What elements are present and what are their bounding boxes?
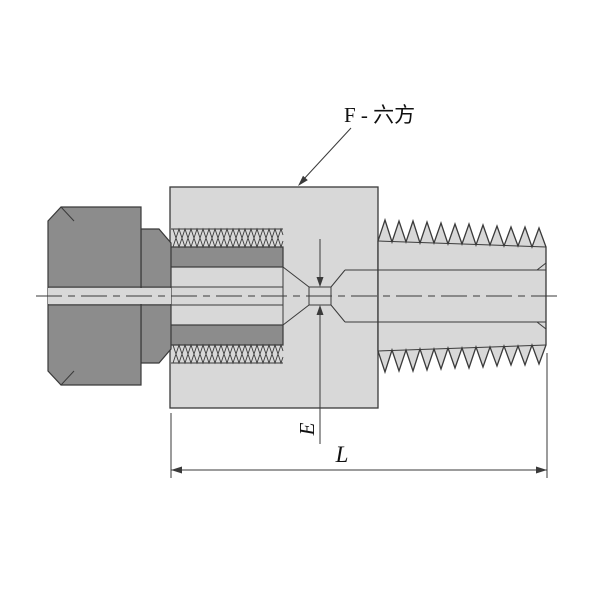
leader-line xyxy=(302,127,352,181)
seat-cone-line-bottom xyxy=(282,304,310,326)
dim-l-label: L xyxy=(335,442,349,467)
end-chamfer-bottom xyxy=(536,321,547,330)
dim-l-arrow-left xyxy=(171,466,182,474)
dim-e-arrow-upper xyxy=(316,277,324,287)
thread-lattice-top xyxy=(172,227,284,249)
hex-body xyxy=(169,186,379,409)
nut-chamfer-line-top xyxy=(60,206,75,222)
exit-cone-line-top xyxy=(330,269,346,288)
leader-arrowhead xyxy=(298,175,308,186)
hex-flats-label: F - 六方 xyxy=(344,103,415,127)
exit-cone-line-bottom xyxy=(330,304,346,323)
dim-l-arrow-right xyxy=(536,466,547,474)
hex-body-outline xyxy=(169,186,379,409)
thread-root-line-top xyxy=(377,240,547,248)
thread-root-line-bottom xyxy=(377,344,547,352)
nut-chamfer-line-bottom xyxy=(60,370,75,386)
dim-e-arrow-lower xyxy=(316,305,324,315)
dim-e-label: E xyxy=(295,422,319,436)
thread-lattice-bottom xyxy=(172,343,284,365)
female-thread-engagement xyxy=(169,227,284,365)
dimension-e: E xyxy=(295,239,324,444)
stem-wall-bottom xyxy=(169,324,284,346)
callout-hex-flats: F - 六方 xyxy=(298,103,415,186)
seat-cone-line-top xyxy=(282,266,310,288)
seat-cone xyxy=(282,266,310,326)
tube-bore xyxy=(48,288,171,304)
end-chamfer-top xyxy=(536,262,547,271)
dimension-l: L xyxy=(170,353,548,478)
stem-wall-top xyxy=(169,246,284,268)
